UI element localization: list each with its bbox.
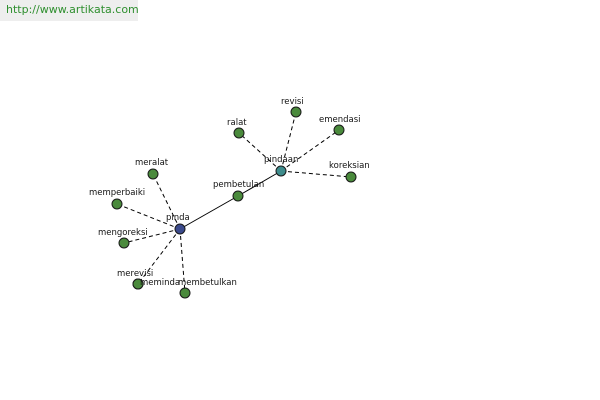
node-koreksian[interactable] (345, 171, 357, 183)
node-meminda[interactable] (132, 278, 144, 290)
node-membetulkan[interactable] (179, 287, 191, 299)
edge-pinda-meralat (152, 173, 181, 230)
edge-pinda-merevisi (137, 228, 181, 285)
node-label-mengoreksi[interactable]: mengoreksi (98, 228, 148, 238)
node-pindaan[interactable] (275, 165, 287, 177)
node-label-emendasi[interactable]: emendasi (319, 115, 361, 125)
edge-pinda-membetulkan (179, 228, 186, 294)
node-label-revisi[interactable]: revisi (281, 97, 304, 107)
edge-pembetulan-pindaan (237, 170, 282, 197)
labels-layer: pinda pindaan pembetulan meralat memperbaiki… (89, 97, 370, 288)
edge-pindaan-koreksian (280, 170, 352, 178)
node-label-membetulkan[interactable]: membetulkan (178, 278, 237, 288)
edge-pinda-memperbaiki (116, 203, 181, 230)
node-memperbaiki[interactable] (111, 198, 123, 210)
nodes-layer (111, 106, 357, 299)
node-mengoreksi[interactable] (118, 237, 130, 249)
node-emendasi[interactable] (333, 124, 345, 136)
node-pembetulan[interactable] (232, 190, 244, 202)
edge-pindaan-revisi (280, 111, 297, 172)
edge-pinda-mengoreksi (123, 228, 181, 244)
node-label-pinda[interactable]: pinda (166, 213, 190, 223)
node-label-meralat[interactable]: meralat (135, 158, 169, 168)
node-label-meminda[interactable]: meminda (140, 278, 180, 288)
node-ralat[interactable] (233, 127, 245, 139)
edge-pinda-pembetulan (179, 195, 239, 230)
node-meralat[interactable] (147, 168, 159, 180)
node-revisi[interactable] (290, 106, 302, 118)
node-label-koreksian[interactable]: koreksian (329, 161, 370, 171)
edges-layer (116, 111, 352, 294)
node-pinda[interactable] (174, 223, 186, 235)
edge-pindaan-emendasi (280, 129, 340, 172)
source-url[interactable]: http://www.artikata.com (0, 0, 139, 21)
node-label-pindaan[interactable]: pindaan (264, 155, 298, 165)
node-label-ralat[interactable]: ralat (227, 118, 247, 128)
node-label-pembetulan[interactable]: pembetulan (213, 180, 264, 190)
node-label-merevisi[interactable]: merevisi (117, 269, 153, 279)
node-label-memperbaiki[interactable]: memperbaiki (89, 188, 145, 198)
edge-pindaan-ralat (238, 132, 282, 172)
